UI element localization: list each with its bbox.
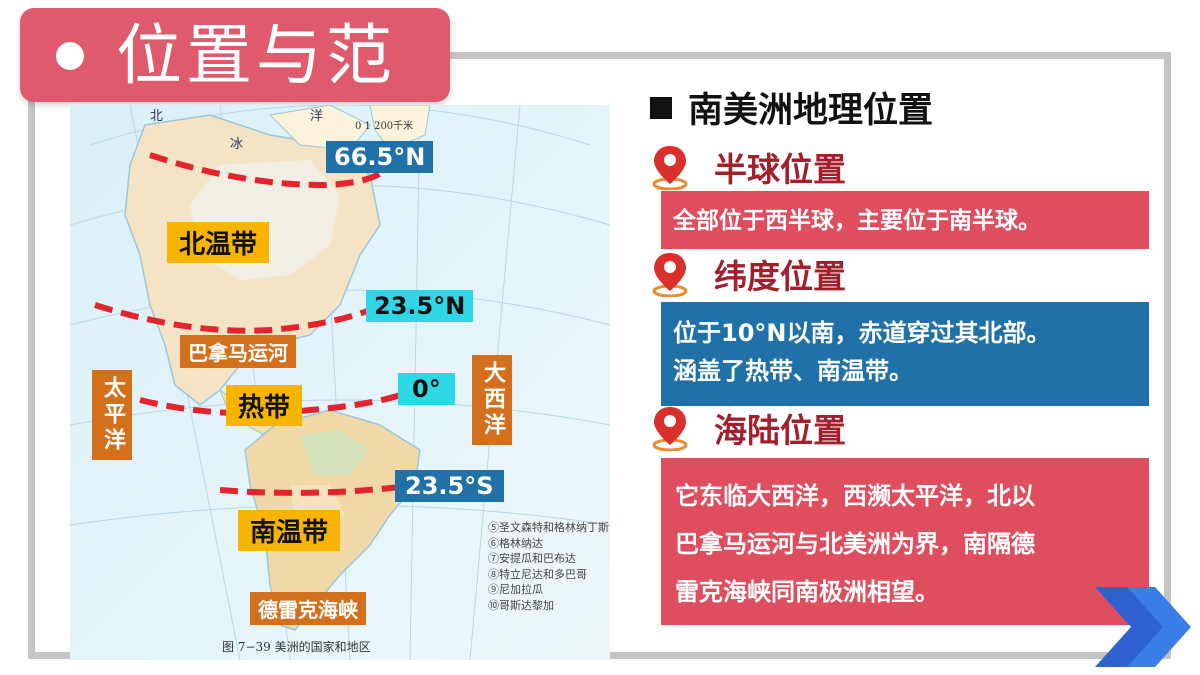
zone-tropical: 热带 [226, 385, 303, 426]
location-pin-icon [652, 146, 688, 190]
legend-item: ⑩哥斯达黎加 [488, 598, 554, 612]
next-arrows-icon[interactable] [1093, 585, 1197, 669]
square-bullet-icon [650, 96, 672, 119]
legend-item: ⑧特立尼达和多巴哥 [488, 567, 587, 581]
section-heading: 南美洲地理位置 [650, 82, 933, 133]
map-label-north: 北 [150, 109, 164, 124]
map-scale: 0 1 200千米 [355, 121, 414, 132]
legend-item: ⑤圣文森特和格林纳丁斯 [488, 521, 609, 534]
subheading-sea-land: 海陆位置 [650, 404, 846, 452]
sea-land-line: 它东临大西洋，西濒太平洋，北以 [675, 482, 1035, 510]
legend-item: ⑥格林纳达 [488, 536, 543, 550]
title-tab: 位置与范围 [20, 8, 450, 174]
subheading-text: 海陆位置 [714, 411, 846, 450]
label-panama-canal: 巴拿马运河 [180, 335, 296, 368]
zone-north-temperate: 北温带 [167, 222, 270, 263]
latitude-23-5n: 23.5°N [366, 290, 474, 322]
america-map: 北 冰 洋 0 1 200千米 66.5°N 北温带 23.5°N 巴拿马运河 … [70, 105, 610, 660]
map-label-ocean: 洋 [310, 109, 324, 124]
latitude-66-5n: 66.5°N [326, 141, 434, 173]
location-pin-icon [652, 253, 688, 297]
map-label-ice: 冰 [230, 137, 244, 152]
sea-land-box: 它东临大西洋，西濒太平洋，北以 巴拿马运河与北美洲为界，南隔德 雷克海峡同南极洲… [661, 458, 1149, 625]
map-caption: 图 7−39 美洲的国家和地区 [222, 640, 371, 654]
label-pacific: 太平洋 [92, 370, 132, 460]
map-legend: ⑤圣文森特和格林纳丁斯 ⑥格林纳达 ⑦安提瓜和巴布达 ⑧特立尼达和多巴哥 ⑨尼加… [488, 520, 609, 613]
sea-land-line: 雷克海峡同南极洲相望。 [675, 578, 939, 606]
heading-text: 南美洲地理位置 [688, 91, 934, 131]
bullet-dot-icon [56, 42, 84, 70]
legend-item: ⑦安提瓜和巴布达 [488, 552, 576, 565]
legend-item: ⑨尼加拉瓜 [488, 583, 543, 596]
latitude-equator: 0° [398, 373, 455, 405]
sea-land-line: 巴拿马运河与北美洲为界，南隔德 [675, 530, 1035, 558]
subheading-hemisphere: 半球位置 [650, 143, 846, 191]
latitude-box: 位于10°N以南，赤道穿过其北部。 涵盖了热带、南温带。 [661, 302, 1149, 406]
hemisphere-text: 全部位于西半球，主要位于南半球。 [673, 208, 1041, 234]
label-drake-passage: 德雷克海峡 [250, 592, 366, 625]
label-atlantic: 大西洋 [472, 355, 512, 445]
hemisphere-box: 全部位于西半球，主要位于南半球。 [661, 191, 1149, 249]
subheading-text: 纬度位置 [714, 257, 846, 296]
location-pin-icon [652, 407, 688, 451]
zone-south-temperate: 南温带 [238, 510, 341, 551]
subheading-text: 半球位置 [714, 150, 846, 189]
subheading-latitude: 纬度位置 [650, 250, 846, 298]
latitude-line: 位于10°N以南，赤道穿过其北部。 [673, 319, 1051, 347]
latitude-line: 涵盖了热带、南温带。 [673, 357, 913, 385]
latitude-23-5s: 23.5°S [395, 470, 504, 502]
